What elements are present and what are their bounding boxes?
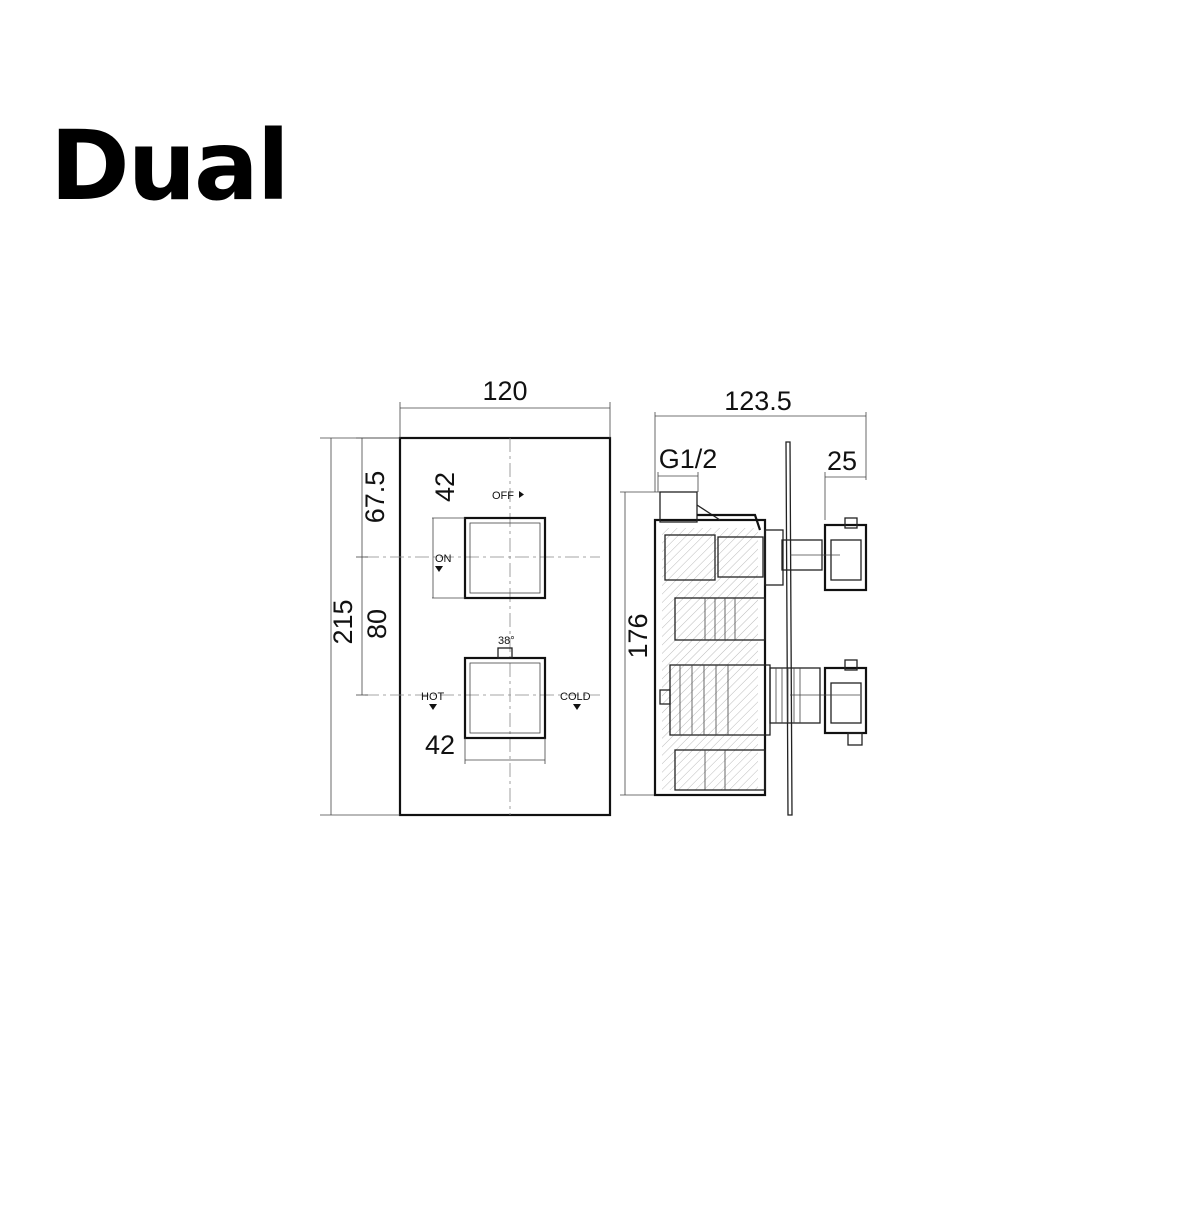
bottom-handle-profile	[769, 659, 868, 746]
height-dimension-label: 215	[328, 599, 358, 644]
label-on: ON	[435, 553, 452, 565]
label-hot: HOT	[421, 691, 445, 703]
top-offset-label: 67.5	[360, 471, 390, 524]
offset-dimensions: 67.5 80	[356, 437, 400, 696]
height-dimension: 215	[320, 437, 400, 816]
projection-dimension-label: 25	[827, 446, 857, 476]
handle-spacing-label: 80	[362, 609, 392, 639]
label-off: OFF	[492, 490, 514, 502]
inlet-connector	[659, 491, 698, 523]
front-view: 120 215 67.5 80	[320, 376, 612, 817]
thread-dimension: G1/2	[657, 444, 718, 492]
page-title: Dual	[50, 110, 290, 222]
width-dimension: 120	[399, 376, 611, 438]
faceplate-outline	[398, 436, 612, 817]
depth-dimension-label: 123.5	[724, 386, 792, 416]
top-handle-profile	[781, 517, 868, 592]
label-cold: COLD	[560, 691, 591, 703]
temperature-stop-tab	[497, 647, 513, 659]
label-angle: 38°	[498, 635, 515, 647]
faceplate-profile	[785, 441, 793, 816]
top-handle	[463, 516, 547, 600]
valve-body	[653, 491, 784, 797]
bottom-handle	[463, 647, 547, 740]
body-height-label: 176	[623, 613, 653, 658]
handle-size-dimensions: 42 42	[425, 472, 546, 764]
bottom-handle-size-label: 42	[425, 730, 455, 760]
body-height-dimension: 176	[620, 491, 660, 796]
projection-dimension: 25	[824, 446, 866, 520]
top-handle-size-label: 42	[430, 472, 460, 502]
thread-dimension-label: G1/2	[659, 444, 718, 474]
side-view: 123.5 G1/2 25 176	[620, 386, 868, 816]
depth-dimension: 123.5	[654, 386, 867, 492]
width-dimension-label: 120	[482, 376, 527, 406]
